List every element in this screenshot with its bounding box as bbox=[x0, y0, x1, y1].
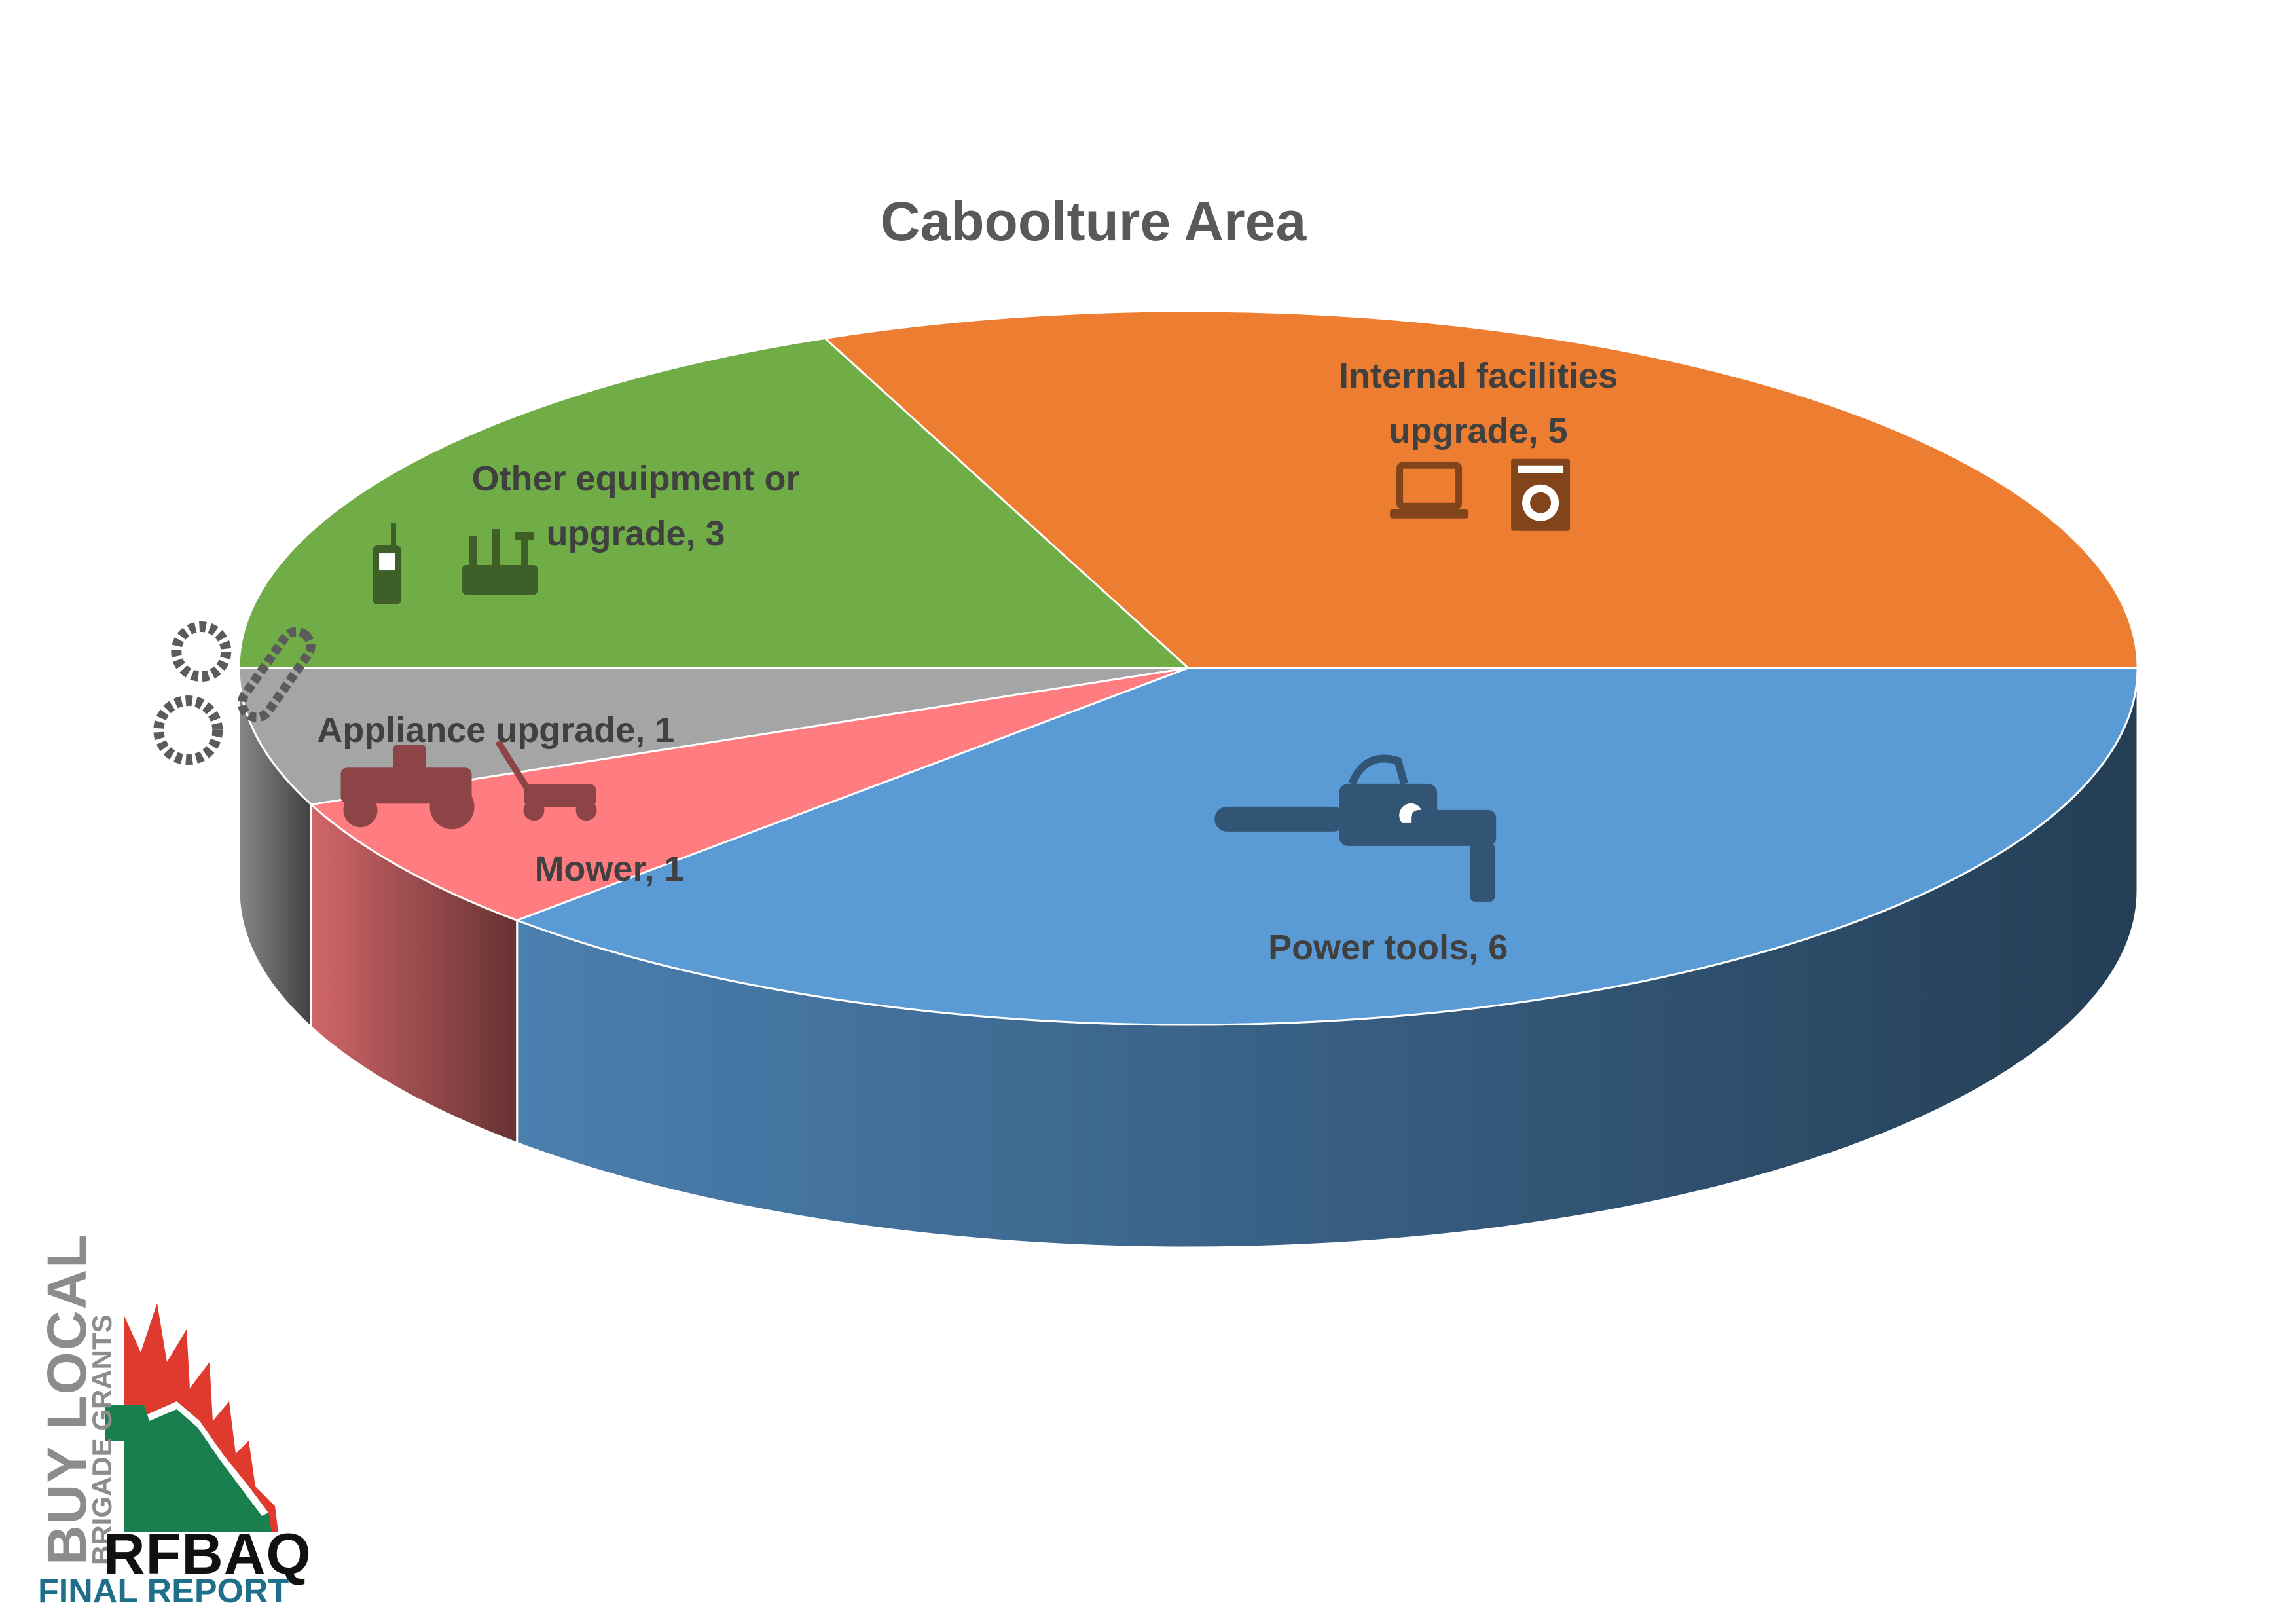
toolbox-icon bbox=[462, 529, 538, 595]
flame-emblem-icon bbox=[105, 1303, 278, 1532]
pie-slice-power-tools bbox=[514, 667, 2139, 1026]
ride-on-mower-icon bbox=[340, 745, 475, 830]
pie-slice-appliance-upgrade bbox=[238, 667, 1189, 806]
slice-label-power-tools: Power tools, 6 bbox=[1268, 927, 1508, 967]
track-icon bbox=[237, 627, 316, 722]
tyre-icon bbox=[153, 695, 223, 766]
gear-icon bbox=[171, 621, 232, 682]
rfbaq-logo: BUY LOCAL BRIGADE GRANTS RFBAQ FINAL REP… bbox=[26, 1234, 311, 1610]
washing-machine-icon bbox=[1511, 458, 1571, 531]
slice-label-appliance-upgrade: Appliance upgrade, 1 bbox=[317, 710, 675, 750]
logo-brand: RFBAQ bbox=[103, 1521, 312, 1586]
chart-title: Caboolture Area bbox=[880, 191, 1307, 252]
pie-slice-internal-facilities-upgrade bbox=[822, 310, 2139, 669]
drill-icon bbox=[1388, 809, 1497, 902]
slice-label-mower: Mower, 1 bbox=[534, 849, 684, 889]
radio-icon bbox=[373, 523, 402, 605]
pie-slice-mower bbox=[309, 667, 1189, 921]
push-mower-icon bbox=[495, 739, 597, 821]
laptop-icon bbox=[1390, 462, 1469, 519]
logo-final-report: FINAL REPORT bbox=[38, 1572, 289, 1610]
